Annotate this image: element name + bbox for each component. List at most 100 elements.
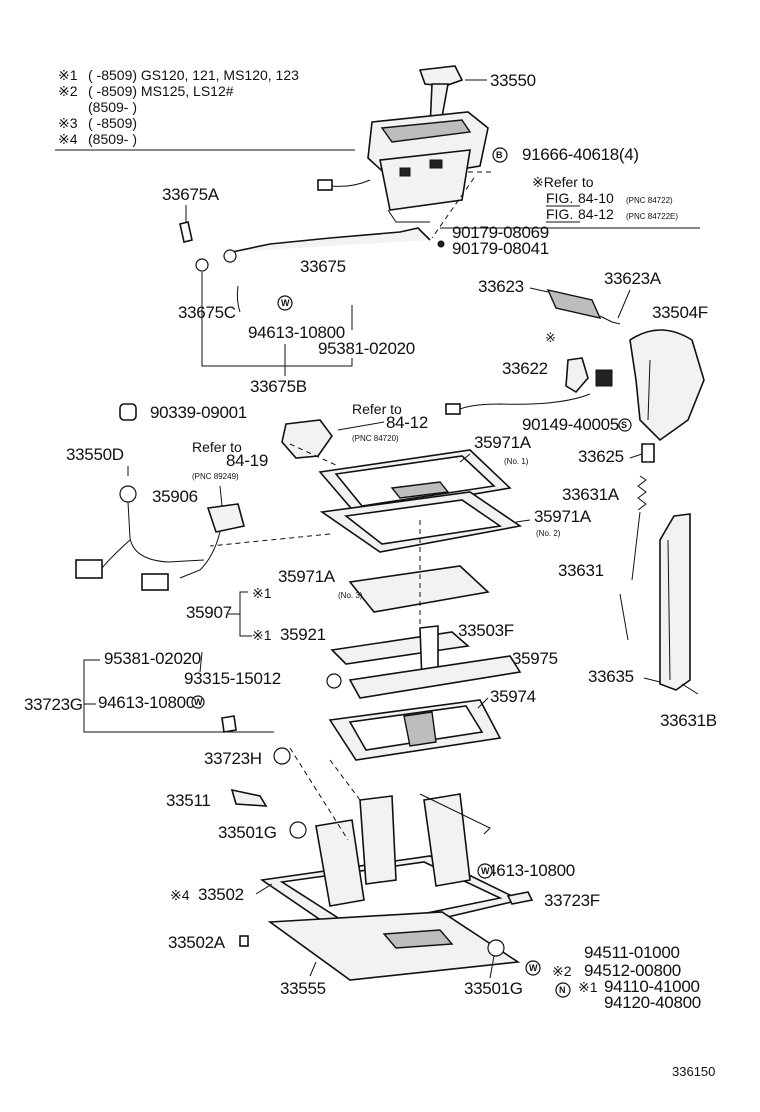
shift-lever-assembly <box>317 65 495 223</box>
cover-33555-slot <box>382 929 454 949</box>
rod-33635-line <box>667 539 671 681</box>
note-1-text: ( -8509) GS120, 121, MS120, 123 <box>88 67 299 83</box>
slide-35975 <box>348 655 522 699</box>
wire-harness <box>329 179 371 187</box>
bracket-line <box>387 209 430 223</box>
plate-35971A-no1-slot <box>390 481 450 499</box>
screw-s <box>618 418 632 432</box>
refer3-pnc: (PNC 89249) <box>192 472 239 481</box>
note-4-text: (8509- ) <box>88 131 137 147</box>
symbol-n: N <box>559 985 566 995</box>
leader-35971A-2 <box>515 519 531 523</box>
label-35971A-3: 35971A <box>278 567 336 586</box>
plate-35971A-no3 <box>348 565 490 613</box>
label-33675C: 33675C <box>178 303 236 322</box>
label-33502A: 33502A <box>168 933 226 952</box>
label-33625: 33625 <box>578 447 624 466</box>
label-94110: 94110-41000 <box>604 977 700 996</box>
symbol-s: S <box>621 420 627 430</box>
leader-33635 <box>643 677 661 683</box>
housing-detail-1 <box>399 167 411 177</box>
label-95381a: 95381-02020 <box>318 339 415 358</box>
washer-w-3 <box>477 863 493 879</box>
switch-33622 <box>565 357 589 394</box>
spring-33631A <box>637 475 647 511</box>
label-33623: 33623 <box>478 277 524 296</box>
leader-35974 <box>477 697 489 709</box>
knob-slot <box>647 359 651 421</box>
rod-lower <box>619 593 629 641</box>
plug-90339 <box>119 403 137 421</box>
mark-1c: ※1 <box>578 979 598 995</box>
label-35971A-2-no: (No. 2) <box>536 529 561 538</box>
note-2-cont: (8509- ) <box>88 99 137 115</box>
label-33502: 33502 <box>198 885 244 904</box>
note-2-text: ( -8509) MS125, LS12# <box>88 83 234 99</box>
label-94512: 94512-00800 <box>584 961 681 980</box>
leader-33625 <box>629 453 643 459</box>
refer1-pnc: (PNC 84722) <box>626 196 673 205</box>
label-94511: 94511-01000 <box>584 943 680 962</box>
knob-33504F <box>629 329 705 442</box>
refer2-pnc: (PNC 84720) <box>352 434 399 443</box>
socket-35906 <box>119 485 137 503</box>
label-90339: 90339-09001 <box>150 403 247 422</box>
symbol-w-2: W <box>194 697 203 707</box>
bracket-35907 <box>239 591 252 637</box>
catalog-number: 336150 <box>672 1064 715 1079</box>
bracket-right <box>423 793 471 887</box>
label-91666: 91666-40618(4) <box>522 145 639 164</box>
note-4-mark: ※4 <box>58 131 78 147</box>
symbol-b: B <box>496 150 503 160</box>
washer-w-2 <box>191 695 205 709</box>
mark-star-33622: ※ <box>545 330 556 345</box>
label-33501G-b: 33501G <box>464 979 523 998</box>
leader-35971A-1 <box>459 453 471 463</box>
connector-a <box>317 179 333 191</box>
switch-connector <box>445 403 461 415</box>
pin-33631B <box>681 683 699 695</box>
label-35906: 35906 <box>152 487 198 506</box>
housing-detail-2 <box>429 159 443 169</box>
bolt-33723F <box>506 891 534 905</box>
bracket-33675B <box>201 272 353 367</box>
harness-35906 <box>127 501 205 563</box>
bushing-33501G-a <box>289 821 307 839</box>
label-33631A: 33631A <box>562 485 620 504</box>
symbol-b-circle <box>492 147 508 163</box>
label-35971A-2: 35971A <box>534 507 592 526</box>
mark-4: ※4 <box>170 887 190 903</box>
label-33723G: 33723G <box>24 695 83 714</box>
refer1-fig-2: FIG. <box>546 206 573 222</box>
button-33623 <box>546 289 602 319</box>
notes-block: ※1 ( -8509) GS120, 121, MS120, 123 ※2 ( … <box>55 67 355 151</box>
control-cable <box>231 227 431 253</box>
label-93315: 93315-15012 <box>184 669 281 688</box>
refer1-num-2: 84-12 <box>578 206 614 222</box>
leader-refer2 <box>337 421 385 431</box>
label-33631B: 33631B <box>660 711 717 730</box>
refer1-pnc-2: (PNC 84722E) <box>626 212 678 221</box>
clip-33675C <box>236 285 241 313</box>
bushing-33723H <box>273 747 291 765</box>
label-33675: 33675 <box>300 257 346 276</box>
plate-35971A-no2-inner <box>344 499 503 545</box>
rod-33631 <box>631 511 641 581</box>
harness-2 <box>179 531 221 579</box>
label-35907: 35907 <box>186 603 232 622</box>
dash-cable <box>431 177 475 239</box>
dash-lever-1 <box>329 759 361 801</box>
pin-33675A <box>179 221 193 243</box>
label-94613c: 94613-10800 <box>478 861 575 880</box>
note-1-mark: ※1 <box>58 67 78 83</box>
label-35974: 35974 <box>490 687 536 706</box>
label-35971A-3-no: (No. 3) <box>338 591 363 600</box>
connector-35906-a <box>75 559 103 579</box>
housing-body <box>379 149 471 211</box>
bracket-tab <box>419 793 491 835</box>
note-2-mark: ※2 <box>58 83 78 99</box>
frame-35974-lever <box>403 711 437 747</box>
label-33555: 33555 <box>280 979 326 998</box>
nut-90179 <box>437 240 445 248</box>
